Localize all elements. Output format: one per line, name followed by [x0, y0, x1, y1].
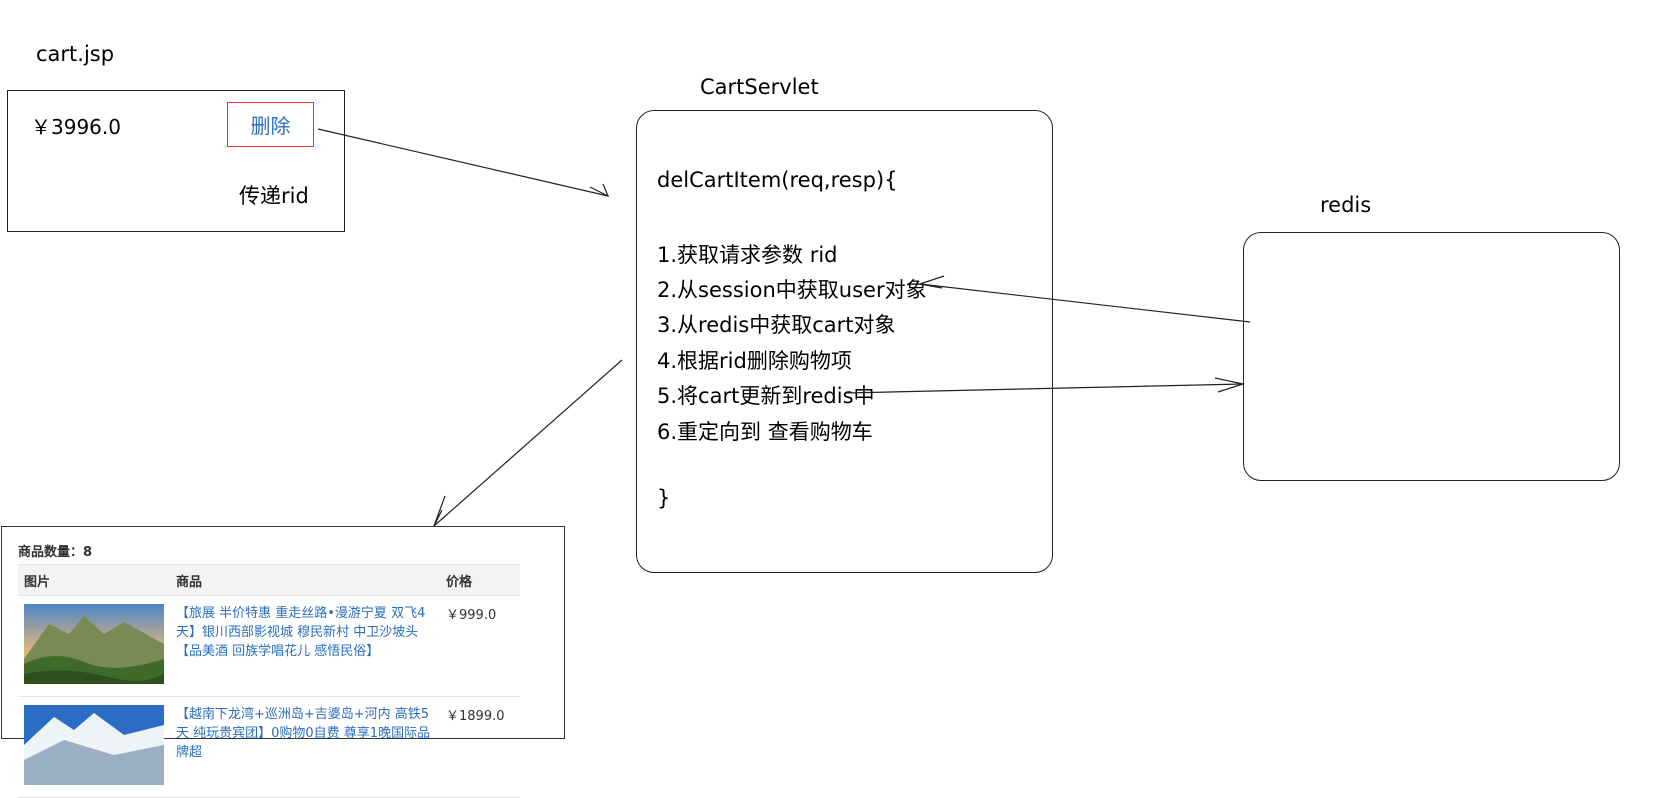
mountain-photo-icon: [24, 604, 164, 684]
servlet-line-2: 2.从session中获取user对象: [657, 278, 927, 302]
header-image: 图片: [18, 564, 170, 596]
servlet-line-5: 5.将cart更新到redis中: [657, 384, 875, 408]
arrowhead-icon: [919, 275, 945, 289]
servlet-box: delCartItem(req,resp){ 1.获取请求参数 rid 2.从s…: [636, 110, 1053, 573]
product-price: ￥999.0: [440, 595, 520, 697]
arrowhead-icon: [589, 183, 610, 198]
product-thumbnail: [18, 595, 170, 697]
arrow-servlet-to-cart: [433, 359, 623, 527]
servlet-line-signature: delCartItem(req,resp){: [657, 168, 898, 192]
delete-button[interactable]: 删除: [227, 102, 314, 147]
servlet-line-1: 1.获取请求参数 rid: [657, 243, 838, 267]
servlet-line-3: 3.从redis中获取cart对象: [657, 313, 896, 337]
arrow-delete-to-servlet: [317, 128, 609, 197]
arrow-redis-to-user: [919, 283, 1251, 323]
cart-jsp-title: cart.jsp: [36, 42, 115, 66]
servlet-title: CartServlet: [700, 75, 819, 99]
product-name-link[interactable]: 【旅展 半价特惠 重走丝路•漫游宁夏 双飞4天】银川西部影视城 穆民新村 中卫沙…: [170, 595, 440, 697]
product-price: ￥1899.0: [440, 696, 520, 798]
arrowhead-icon: [1214, 377, 1246, 393]
cart-table: 图片 商品 价格: [18, 564, 520, 798]
header-product: 商品: [170, 564, 440, 596]
servlet-line-close: }: [657, 486, 671, 510]
arrowhead-icon: [433, 495, 446, 527]
item-count: 商品数量：8: [18, 545, 93, 560]
product-thumbnail: [18, 696, 170, 798]
cart-price: ￥3996.0: [31, 115, 121, 139]
servlet-line-4: 4.根据rid删除购物项: [657, 349, 852, 373]
redis-box: [1243, 232, 1620, 481]
product-name-link[interactable]: 【越南下龙湾+巡洲岛+吉婆岛+河内 高铁5天 纯玩贵宾团】0购物0自费 尊享1晚…: [170, 696, 440, 798]
flow-arrows: [317, 128, 1251, 527]
cart-page-screenshot: 商品数量：8 图片 商品 价格: [1, 526, 565, 798]
servlet-line-6: 6.重定向到 查看购物车: [657, 420, 873, 444]
table-row: 【越南下龙湾+巡洲岛+吉婆岛+河内 高铁5天 纯玩贵宾团】0购物0自费 尊享1晚…: [18, 696, 520, 798]
snow-mountain-photo-icon: [24, 705, 164, 785]
redis-title: redis: [1320, 193, 1372, 217]
pass-rid-label: 传递rid: [239, 184, 309, 208]
cart-jsp-box: ￥3996.0 删除 传递rid: [7, 90, 345, 232]
arrow-update-to-redis: [844, 383, 1244, 394]
header-price: 价格: [440, 564, 520, 596]
table-row: 【旅展 半价特惠 重走丝路•漫游宁夏 双飞4天】银川西部影视城 穆民新村 中卫沙…: [18, 595, 520, 697]
